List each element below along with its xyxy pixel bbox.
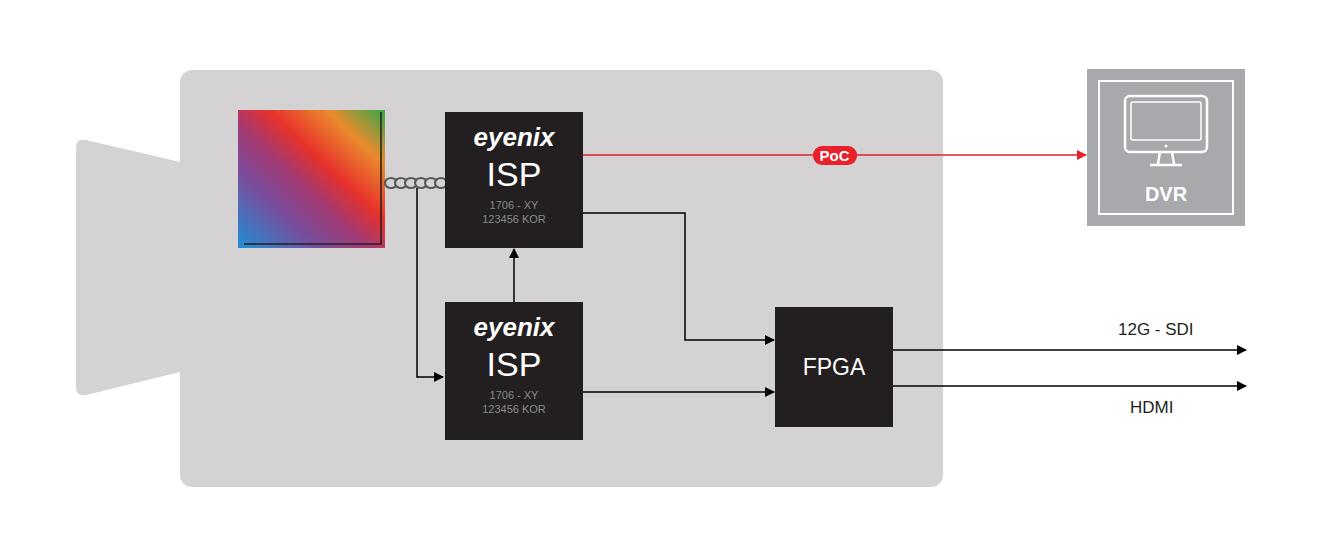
signal-line (513, 249, 515, 302)
chip-name: FPGA (803, 354, 866, 381)
camera-body (180, 70, 943, 487)
sensor-axis (244, 112, 381, 244)
brand-logo: eyenix (474, 312, 555, 342)
sensor-wire (417, 188, 443, 377)
sdi-output-line (893, 349, 1246, 351)
output-label: 12G - SDI (1118, 320, 1194, 340)
dvr-box: DVR (1087, 69, 1245, 226)
fpga-chip: FPGA (775, 307, 893, 427)
isp-chip: eyenixISP 1706 - XY123456 KOR (445, 112, 583, 248)
image-sensor (238, 110, 385, 248)
edge-label: PoC (813, 146, 857, 165)
signal-line (583, 213, 774, 340)
dvr-frame (1099, 81, 1233, 214)
monitor-icon (1125, 96, 1207, 165)
sensor-cable (385, 178, 447, 188)
isp-chip: eyenixISP 1706 - XY123456 KOR (445, 302, 583, 440)
device-name: DVR (1145, 183, 1187, 206)
signal-line (583, 391, 774, 393)
part-number: 1706 - XY (490, 388, 539, 402)
chip-name: ISP (487, 344, 542, 384)
output-label: HDMI (1130, 398, 1173, 418)
lot-number: 123456 KOR (482, 402, 546, 416)
brand-logo: eyenix (474, 122, 555, 152)
part-number: 1706 - XY (490, 198, 539, 212)
camera-lens-hood (76, 140, 180, 396)
chip-name: ISP (487, 154, 542, 194)
hdmi-output-line (893, 385, 1246, 387)
dvr-panel (1087, 69, 1245, 226)
lot-number: 123456 KOR (482, 212, 546, 226)
